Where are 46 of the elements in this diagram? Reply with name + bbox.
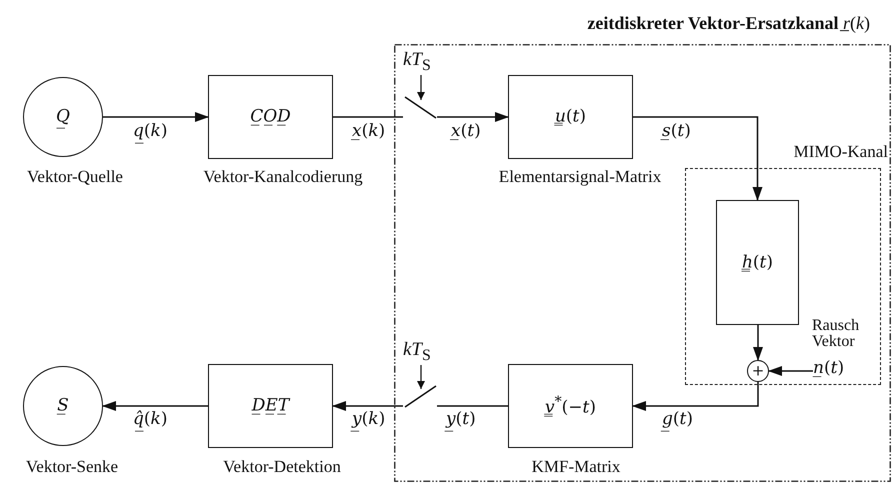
region-title: MIMO-Kanal — [794, 143, 888, 162]
arrow — [437, 112, 509, 122]
node-label: KMF-Matrix — [532, 458, 620, 477]
clock-label: kT$_{S}$ — [403, 50, 431, 74]
block-label: u̳(t) — [554, 108, 586, 126]
arrow — [753, 325, 763, 361]
switch-symbol — [403, 386, 437, 407]
edge-label: y̲(t) — [446, 410, 476, 429]
block-label: h̳(t) — [742, 253, 774, 272]
terminal-circle — [23, 366, 103, 446]
edge-label: y̲(k) — [352, 410, 386, 429]
block-label: v̳$^{*}$(−t) — [544, 394, 596, 418]
connector-line — [333, 116, 403, 118]
edge-label: q̲(k) — [133, 122, 168, 141]
clock-label: kT$_{S}$ — [403, 340, 431, 364]
node-label: Vektor-Senke — [26, 458, 118, 477]
block-box — [508, 75, 633, 159]
plus-sign: + — [752, 364, 764, 378]
block-box — [508, 364, 633, 448]
node-label: Vektor-Kanalcodierung — [203, 168, 363, 187]
edge-label: q̲̂(k) — [133, 410, 168, 429]
arrow — [102, 401, 208, 411]
edge-label: s̲(t) — [662, 122, 691, 141]
block-label: C̲O̲D̲ — [250, 108, 291, 126]
terminal-circle — [23, 77, 103, 157]
node-label: Vektor-Detektion — [223, 458, 341, 477]
block-box — [208, 364, 333, 448]
switch-symbol — [403, 97, 437, 118]
arrow — [768, 366, 813, 376]
node-label: Elementarsignal-Matrix — [498, 168, 662, 187]
arrow — [632, 382, 759, 411]
block-label: S̲ — [57, 396, 69, 416]
block-label: Q̲ — [56, 108, 70, 126]
signal-label: n̲(t) — [813, 359, 859, 383]
arrow — [332, 401, 403, 411]
block-box — [716, 200, 799, 325]
summing-junction — [747, 360, 769, 382]
edge-label: x̲(t) — [451, 122, 481, 141]
node-label: Vektor-Quelle — [27, 168, 123, 187]
block-box — [208, 75, 333, 159]
arrow — [103, 112, 209, 122]
arrow — [633, 116, 762, 201]
edge-label: g̲(t) — [662, 410, 694, 429]
block-label: D̲E̲T̲ — [252, 396, 290, 416]
connector-line — [437, 405, 508, 407]
edge-label: x̲(k) — [352, 122, 386, 141]
